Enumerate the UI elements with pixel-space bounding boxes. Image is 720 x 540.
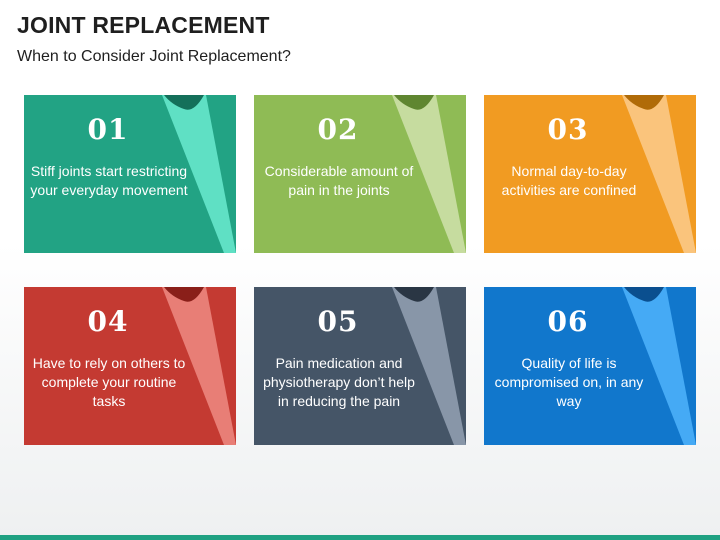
card-description: Stiff joints start restricting your ever… [30,163,188,198]
card-05: 05 Pain medication and physiotherapy don… [254,287,466,445]
card-shape [484,287,696,445]
card-description: Considerable amount of pain in the joint… [264,163,414,198]
card-number: 05 [317,305,359,338]
card-number: 04 [87,305,129,338]
card-description: Pain medication and physiotherapy don’t … [263,355,415,409]
card-06: 06 Quality of life is compromised on, in… [484,287,696,445]
card-shape [254,287,466,445]
card-01: 01 Stiff joints start restricting your e… [24,95,236,253]
card-04: 04 Have to rely on others to complete yo… [24,287,236,445]
card-description: Quality of life is compromised on, in an… [494,355,644,409]
footer-accent-bar [0,535,720,540]
card-description: Normal day-to-day activities are confine… [501,163,637,198]
card-number: 03 [547,113,589,146]
card-02: 02 Considerable amount of pain in the jo… [254,95,466,253]
card-number: 01 [87,113,129,146]
card-shape [254,95,466,253]
card-description: Have to rely on others to complete your … [32,355,186,409]
card-shape [24,95,236,253]
card-number: 06 [547,305,589,338]
card-shape [484,95,696,253]
card-03: 03 Normal day-to-day activities are conf… [484,95,696,253]
page-title: JOINT REPLACEMENT [17,12,270,38]
page-subtitle: When to Consider Joint Replacement? [17,48,291,65]
card-shape [24,287,236,445]
card-number: 02 [317,113,359,146]
